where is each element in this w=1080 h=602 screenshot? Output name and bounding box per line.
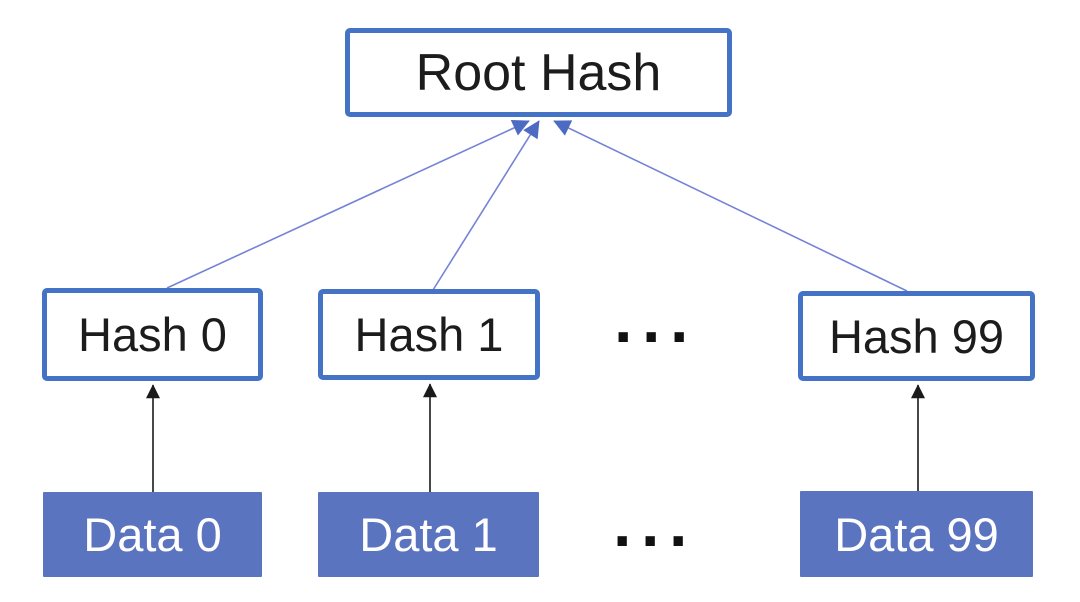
- data-1-node: Data 1: [318, 492, 539, 577]
- data-0-node: Data 0: [43, 492, 262, 577]
- edge-hash99-to-root: [553, 120, 908, 292]
- data-99-node: Data 99: [800, 491, 1033, 577]
- hash-0-node: Hash 0: [42, 288, 263, 381]
- edge-hash1-to-root: [432, 120, 540, 291]
- hash-row-ellipsis: ···: [614, 299, 698, 373]
- hash-1-node: Hash 1: [318, 289, 540, 380]
- data-row-ellipsis: ···: [613, 503, 697, 577]
- hash-99-node: Hash 99: [798, 291, 1035, 381]
- root-hash-node: Root Hash: [345, 28, 732, 117]
- edge-hash0-to-root: [166, 120, 530, 289]
